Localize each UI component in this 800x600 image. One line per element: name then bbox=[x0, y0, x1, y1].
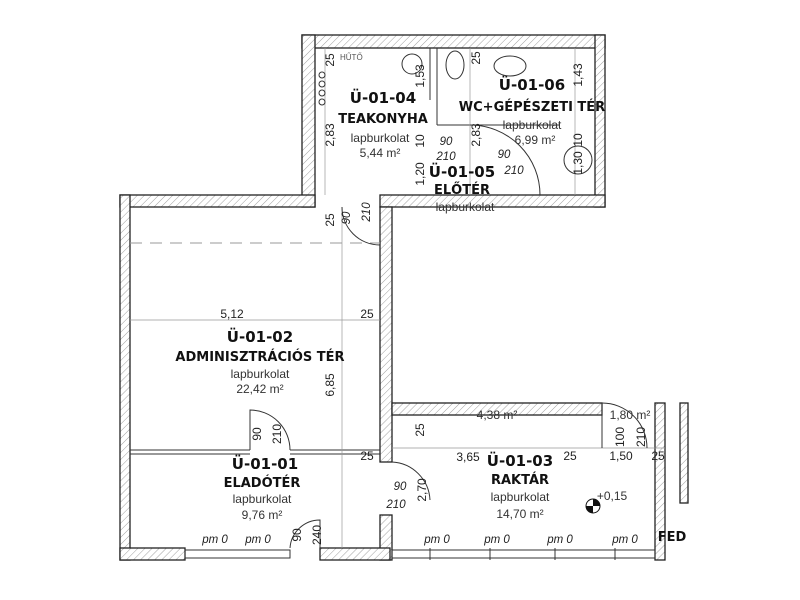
dimension: 2,83 bbox=[469, 123, 483, 147]
interior-lines bbox=[130, 48, 665, 548]
parapet-label: pm 0 bbox=[244, 534, 271, 546]
door-width: 90 bbox=[440, 136, 453, 148]
dimension: 25 bbox=[413, 423, 427, 437]
dimension: 25 bbox=[323, 53, 337, 67]
room-code: Ü-01-02 bbox=[227, 327, 293, 346]
parapet-label: pm 0 bbox=[423, 534, 450, 546]
dimension: 10 bbox=[571, 133, 585, 147]
stove-icon bbox=[318, 71, 326, 106]
door-width: 90 bbox=[498, 149, 511, 161]
dimension: 25 bbox=[563, 449, 577, 463]
dimension: 1,50 bbox=[609, 449, 633, 463]
dimension: 6,85 bbox=[323, 373, 337, 397]
door-width: 90 bbox=[394, 481, 407, 493]
room-material: lapburkolat bbox=[351, 131, 410, 145]
parapet-label: pm 0 bbox=[483, 534, 510, 546]
dimension: 25 bbox=[469, 51, 483, 65]
door-height: 210 bbox=[503, 165, 524, 177]
door-width: 100 bbox=[613, 427, 627, 447]
room-code: Ü-01-06 bbox=[499, 75, 565, 94]
door-width: 90 bbox=[250, 427, 264, 441]
room-name: ADMINISZTRÁCIÓS TÉR bbox=[175, 349, 344, 365]
room-code: Ü-01-05 bbox=[429, 162, 495, 181]
door-height: 210 bbox=[385, 499, 406, 511]
washbasin-icon bbox=[493, 55, 527, 77]
room-material: lapburkolat bbox=[233, 492, 292, 506]
partial-room-label: FED bbox=[658, 530, 687, 545]
room-area: 6,99 m² bbox=[515, 133, 556, 147]
area-label: 1,80 m² bbox=[610, 408, 651, 422]
doors bbox=[249, 124, 648, 549]
dimension: 1,30 bbox=[571, 151, 585, 175]
door-height: 210 bbox=[361, 202, 373, 223]
room-code: Ü-01-01 bbox=[232, 454, 298, 473]
dimension: 1,53 bbox=[413, 64, 427, 88]
room-code: Ü-01-04 bbox=[350, 88, 416, 107]
dimension: 25 bbox=[323, 213, 337, 227]
room-name: TEAKONYHA bbox=[338, 112, 428, 127]
dimension: 25 bbox=[651, 449, 665, 463]
room-area: 22,42 m² bbox=[236, 382, 283, 396]
boiler-icon bbox=[563, 145, 593, 175]
area-label: 4,38 m² bbox=[477, 408, 518, 422]
door-height: 210 bbox=[435, 151, 456, 163]
parapet-label: pm 0 bbox=[201, 534, 228, 546]
dimension: 1,43 bbox=[571, 63, 585, 87]
sink-icon bbox=[401, 53, 423, 75]
parapet-label: pm 0 bbox=[611, 534, 638, 546]
walls bbox=[119, 34, 689, 561]
toilet-icon bbox=[445, 50, 465, 80]
room-material: lapburkolat bbox=[231, 367, 290, 381]
door-width: 90 bbox=[341, 211, 353, 224]
room-name: RAKTÁR bbox=[491, 472, 549, 488]
room-name: ELŐTÉR bbox=[434, 182, 490, 198]
fridge-label: HŰTŐ bbox=[340, 53, 363, 62]
level-marker-icon bbox=[585, 498, 601, 514]
dimension: 1,20 bbox=[413, 162, 427, 186]
room-code: Ü-01-03 bbox=[487, 451, 553, 470]
dimension: 25 bbox=[360, 449, 374, 463]
room-area: 9,76 m² bbox=[242, 508, 283, 522]
room-area: 5,44 m² bbox=[360, 146, 401, 160]
room-name: ELADÓTÉR bbox=[224, 475, 301, 491]
room-material: lapburkolat bbox=[491, 490, 550, 504]
dimension: 2,70 bbox=[415, 478, 429, 502]
door-height: 240 bbox=[310, 525, 324, 545]
dimension: 5,12 bbox=[220, 307, 244, 321]
dimension: 3,65 bbox=[456, 450, 480, 464]
door-height: 210 bbox=[270, 424, 284, 444]
door-width: 90 bbox=[290, 528, 304, 542]
room-material: lapburkolat bbox=[436, 200, 495, 214]
windows bbox=[184, 548, 656, 560]
dimension: 10 bbox=[413, 134, 427, 148]
level-label: +0,15 bbox=[597, 489, 628, 503]
parapet-label: pm 0 bbox=[546, 534, 573, 546]
fixtures bbox=[318, 50, 601, 514]
room-area: 14,70 m² bbox=[496, 507, 543, 521]
door-height: 210 bbox=[634, 427, 648, 447]
room-name: WC+GÉPÉSZETI TÉR bbox=[459, 99, 605, 115]
dimension: 25 bbox=[360, 307, 374, 321]
dimension: 2,83 bbox=[323, 123, 337, 147]
room-material: lapburkolat bbox=[503, 118, 562, 132]
